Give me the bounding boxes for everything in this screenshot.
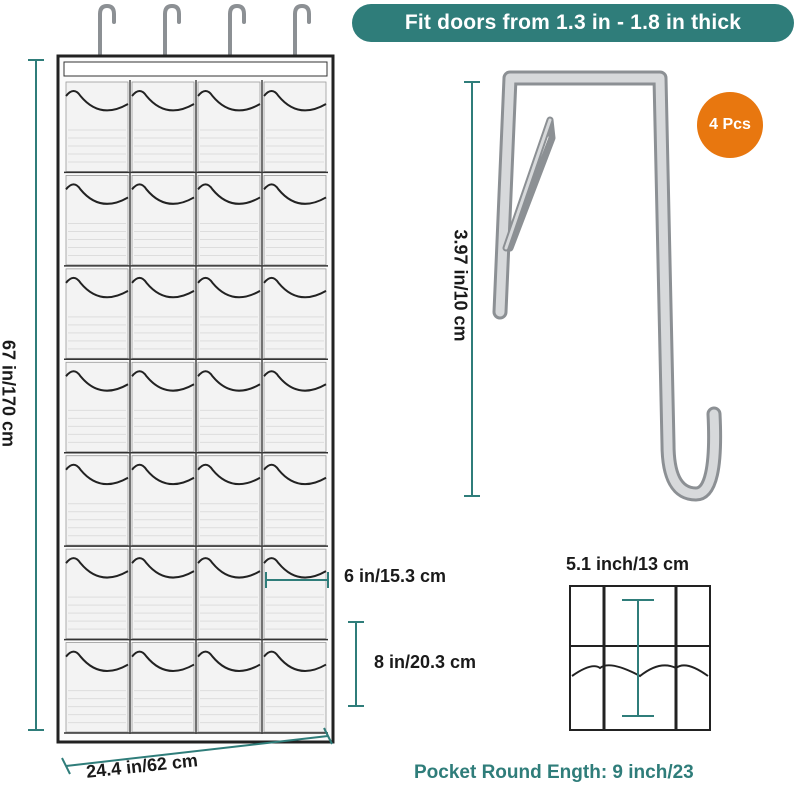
door-hook-icon (492, 70, 723, 502)
pocket (262, 268, 328, 361)
pocket-width-measure-line (265, 572, 329, 588)
detail-width-label: 5.1 inch/13 cm (566, 554, 690, 574)
hook-height-label: 3.97 in/10 cm (450, 229, 471, 342)
door-thickness-banner: Fit doors from 1.3 in - 1.8 in thick (352, 4, 794, 42)
pocket (130, 548, 196, 641)
pocket (262, 642, 328, 734)
pocket (64, 268, 130, 361)
pocket-width-label: 6 in/15.3 cm (344, 566, 447, 586)
pocket (196, 361, 262, 454)
pocket (130, 175, 196, 267)
pocket (64, 548, 130, 641)
pocket (196, 642, 262, 734)
pocket (130, 361, 196, 454)
pocket-height-label: 8 in/20.3 cm (374, 652, 477, 672)
pocket (64, 81, 130, 174)
height-label: 67 in/170 cm (0, 339, 19, 448)
pocket (262, 361, 328, 454)
pocket (64, 175, 130, 267)
pocket (262, 455, 328, 547)
pocket (64, 361, 130, 454)
shoe-organizer-icon (56, 54, 335, 744)
pocket (262, 548, 328, 641)
pocket (196, 455, 262, 547)
width-measure-line (61, 727, 333, 775)
pocket-detail-diagram (569, 585, 711, 731)
height-measure-line (28, 59, 44, 731)
pocket (196, 175, 262, 267)
pocket (64, 642, 130, 734)
quantity-badge: 4 Pcs (697, 92, 763, 158)
pocket (130, 455, 196, 547)
pocket (196, 548, 262, 641)
hook-height-measure-line (464, 81, 480, 497)
pocket (64, 455, 130, 547)
pocket-height-measure-line (348, 621, 364, 707)
pocket-round-length-label: Pocket Round Ength: 9 inch/23 (414, 762, 694, 783)
pocket (262, 175, 328, 267)
pocket (262, 81, 328, 174)
pocket-grid (64, 80, 328, 734)
pocket (130, 81, 196, 174)
pocket (130, 642, 196, 734)
pocket (196, 81, 262, 174)
pocket (196, 268, 262, 361)
pocket (130, 268, 196, 361)
